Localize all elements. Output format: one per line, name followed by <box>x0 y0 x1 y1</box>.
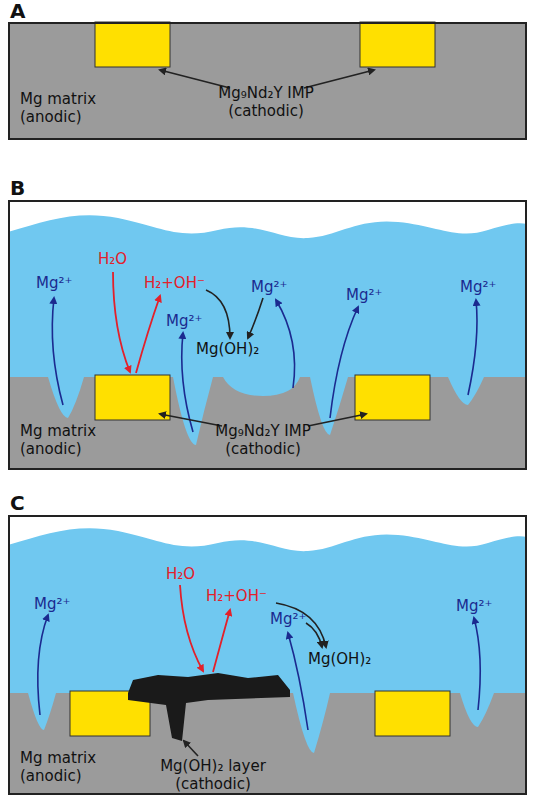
mg-matrix <box>8 22 527 140</box>
species-label: Mg²⁺ <box>34 595 70 613</box>
panel-letter: C <box>10 492 25 514</box>
matrix-label: Mg matrix (anodic) <box>20 90 110 126</box>
dissolution-arrow <box>288 633 308 730</box>
species-label: Mg²⁺ <box>166 312 202 330</box>
species-label: Mg²⁺ <box>270 610 306 628</box>
imp-particle <box>95 375 170 420</box>
species-label: Mg²⁺ <box>251 278 287 296</box>
reaction-arrow <box>136 296 160 373</box>
dissolution-arrow <box>330 307 358 418</box>
reaction-arrow <box>113 272 130 372</box>
dissolution-arrow <box>474 618 480 710</box>
panel-letter: B <box>10 177 25 199</box>
species-label: H₂+OH⁻ <box>144 274 205 292</box>
species-label: Mg(OH)₂ <box>308 650 371 668</box>
precipitation-arrow <box>306 623 322 647</box>
panel-letter: A <box>10 0 25 22</box>
dissolution-arrow <box>276 300 295 388</box>
dissolution-arrow <box>38 615 48 715</box>
precipitation-arrow <box>248 298 263 338</box>
hydroxide-layer <box>128 673 290 741</box>
species-label: H₂+OH⁻ <box>206 587 267 605</box>
reaction-arrow <box>180 585 203 671</box>
panel-b-art <box>8 215 527 470</box>
species-label: Mg²⁺ <box>456 597 492 615</box>
imp-particle <box>360 22 435 67</box>
panel-box: Mg matrix (anodic) H₂O H₂+OH⁻ Mg²⁺ Mg²⁺ Mg²⁺ M… <box>8 200 527 470</box>
species-label: Mg²⁺ <box>346 286 382 304</box>
leader-arrow <box>184 741 198 756</box>
species-label: Mg²⁺ <box>460 278 496 296</box>
part-label: Mg₉Nd₂Y IMP (cathodic) <box>201 84 331 120</box>
species-label: H₂O <box>98 250 127 268</box>
species-label: H₂O <box>166 565 195 583</box>
mg-matrix <box>8 377 527 470</box>
species-label: Mg(OH)₂ <box>196 340 259 358</box>
leader-arrow <box>304 70 374 88</box>
leader-arrow <box>308 414 366 426</box>
imp-particle <box>355 375 430 420</box>
reaction-arrow <box>213 610 230 672</box>
dissolution-arrow <box>182 333 193 432</box>
dissolution-arrow <box>52 298 63 405</box>
part-label: Mg₉Nd₂Y IMP (cathodic) <box>198 422 328 458</box>
electrolyte <box>8 528 527 795</box>
panel-box: Mg matrix (anodic) Mg₉Nd₂Y IMP (cathodic) <box>8 22 527 140</box>
imp-particle <box>375 691 450 736</box>
dissolution-arrow <box>468 300 477 395</box>
electrolyte <box>8 215 527 470</box>
species-label: Mg²⁺ <box>36 274 72 292</box>
matrix-label: Mg matrix (anodic) <box>20 422 110 458</box>
matrix-label: Mg matrix (anodic) <box>20 749 110 785</box>
leader-arrow <box>160 414 222 426</box>
precipitation-arrow <box>206 290 230 338</box>
panel-box: Mg matrix (anodic)H₂OH₂+OH⁻Mg²⁺Mg²⁺Mg²⁺M… <box>8 515 527 795</box>
imp-particle <box>95 22 170 67</box>
part-label: Mg(OH)₂ layer (cathodic) <box>148 757 278 793</box>
panel-c-art <box>8 528 527 795</box>
panel-a-art <box>8 22 527 140</box>
